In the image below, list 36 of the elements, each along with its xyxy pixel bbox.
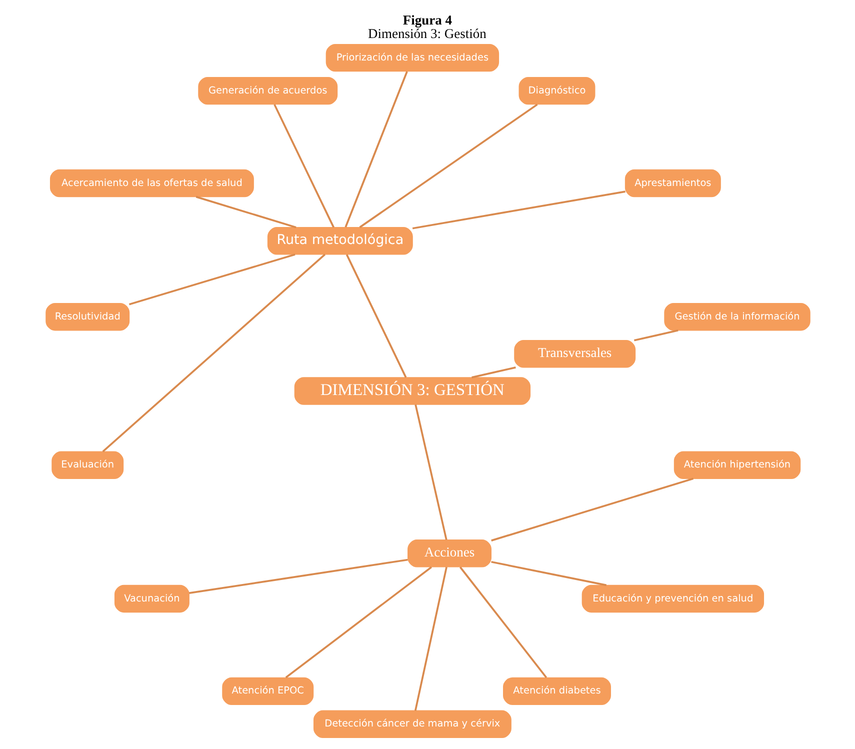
node-box: Diagnóstico (518, 76, 595, 105)
node-box: Generación de acuerdos (198, 76, 338, 105)
node-box: Ruta metodológica (266, 227, 412, 255)
connector (345, 254, 406, 378)
node-box: DIMENSIÓN 3: GESTIÓN (294, 377, 530, 405)
connector (358, 104, 538, 228)
connector (633, 329, 678, 342)
node-box: Atención hipertensión (673, 451, 800, 479)
node-box: Detección cáncer de mama y cérvix (312, 710, 511, 738)
node-box: Atención diabetes (502, 677, 610, 706)
connector (490, 560, 606, 586)
node-box: Priorización de las necesidades (325, 44, 499, 72)
node-box: Atención EPOC (222, 677, 314, 706)
node-box: Acciones (407, 540, 491, 568)
connector (273, 104, 334, 228)
connector (195, 196, 296, 228)
connector (458, 566, 547, 678)
connector (344, 71, 408, 228)
connector (412, 190, 625, 230)
connector (102, 254, 326, 452)
connector (471, 366, 516, 378)
connector (414, 404, 447, 540)
node-box: Educación y prevención en salud (581, 584, 764, 613)
node-box: Acercamiento de las ofertas de salud (49, 169, 254, 198)
node-box: Transversales (514, 340, 636, 368)
connector (490, 478, 694, 542)
connector (284, 566, 432, 678)
connector (188, 558, 408, 594)
node-box: Vacunación (114, 584, 189, 613)
node-box: Resolutividad (45, 302, 130, 331)
connector (128, 254, 295, 306)
connector (414, 566, 447, 711)
node-box: Evaluación (51, 451, 124, 479)
node-box: Gestión de la información (664, 302, 810, 331)
diagram-title: Figura 4 (402, 12, 452, 28)
node-box: Aprestamientos (624, 169, 720, 198)
